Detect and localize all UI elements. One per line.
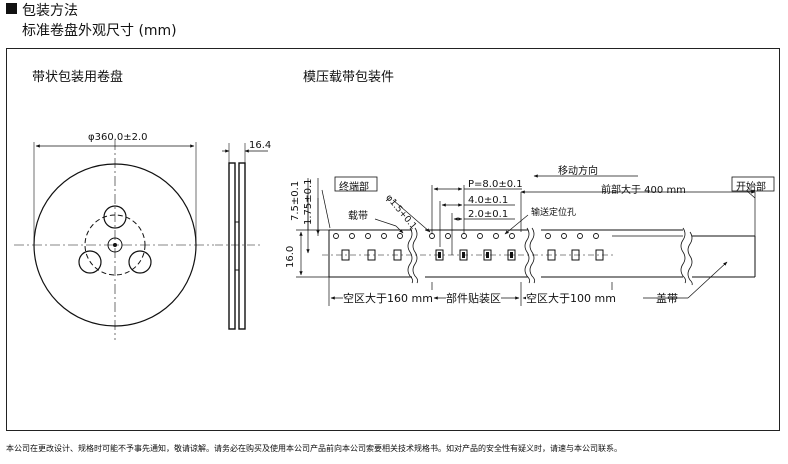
movement-direction-label: 移动方向 <box>558 166 598 177</box>
dim-4-label: 4.0±0.1 <box>468 195 509 206</box>
start-section-label: 开始部 <box>736 182 766 193</box>
empty-zone-160-label: 空区大于160 mm <box>343 290 433 306</box>
pitch-label: P=8.0±0.1 <box>468 179 523 190</box>
tape-dimensions <box>296 174 756 306</box>
footer-notice: 本公司在更改设计、规格时可能不予事先通知，敬请谅解。请务必在购买及使用本公司产品… <box>6 444 622 453</box>
dim-1-75-label: 1.75±0.1 <box>303 178 314 225</box>
section-bullet-icon <box>6 3 17 14</box>
carrier-tape-label: 载带 <box>348 211 368 222</box>
section-title: 包装方法 <box>22 3 78 19</box>
section-subtitle: 标准卷盘外观尺寸 (mm) <box>22 23 177 39</box>
reel-side-view <box>215 143 268 330</box>
end-section-label: 终端部 <box>339 182 369 193</box>
dim-16-label: 16.0 <box>285 245 296 268</box>
reel-diameter-label: φ360.0±2.0 <box>88 132 148 143</box>
tape-section-title: 模压载带包装件 <box>303 70 395 85</box>
reel-front-view <box>14 140 214 340</box>
dim-2-label: 2.0±0.1 <box>468 209 509 220</box>
carrier-tape <box>322 227 756 286</box>
reel-width-label: 16.4 <box>249 140 271 151</box>
empty-zone-100-label: 空区大于100 mm <box>526 290 616 306</box>
component-mount-zone-label: 部件贴装区 <box>446 290 501 306</box>
drawing-frame <box>6 48 780 431</box>
front-length-label: 前部大于 400 mm <box>601 185 686 196</box>
dim-7-5-label: 7.5±0.1 <box>290 180 301 221</box>
reel-section-title: 带状包装用卷盘 <box>32 70 124 85</box>
sprocket-hole-label: 输送定位孔 <box>531 208 577 218</box>
cover-tape-label: 盖带 <box>656 292 678 305</box>
